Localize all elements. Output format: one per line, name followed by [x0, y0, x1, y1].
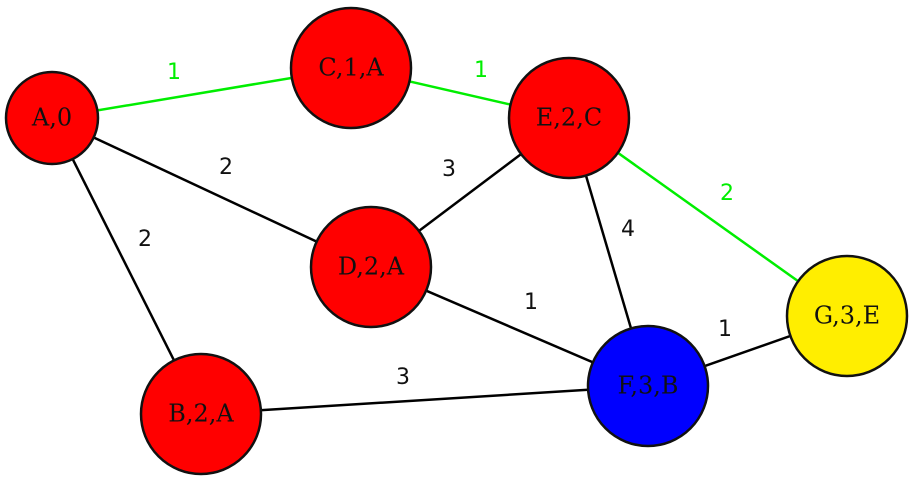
node-label-g: G,3,E	[814, 302, 880, 330]
node-circle-c	[289, 6, 413, 130]
node-label-b: B,2,A	[168, 400, 234, 428]
edge-labels-layer: 1 1 2 2 2 3 4 1 3 1	[138, 58, 734, 390]
node-label-e: E,2,C	[536, 104, 602, 132]
node-a: A,0	[4, 70, 100, 166]
node-c: C,1,A	[289, 6, 413, 130]
node-circle-b	[139, 352, 263, 476]
edge-weight-f-g: 1	[718, 317, 732, 342]
edge-weight-d-e: 3	[442, 157, 456, 182]
node-circle-e	[507, 56, 631, 180]
edge-weight-e-f: 4	[621, 217, 635, 242]
node-circle-a	[4, 70, 100, 166]
node-label-d: D,2,A	[338, 253, 405, 281]
node-circle-d	[309, 205, 433, 329]
edge-weight-a-b: 2	[138, 227, 152, 252]
node-g: G,3,E	[785, 254, 909, 378]
edge-weight-e-g: 2	[720, 181, 734, 206]
node-b: B,2,A	[139, 352, 263, 476]
edge-weight-d-f: 1	[524, 290, 538, 315]
node-label-a: A,0	[31, 104, 72, 132]
node-label-f: F,3,B	[617, 372, 678, 400]
node-f: F,3,B	[586, 324, 710, 448]
node-d: D,2,A	[309, 205, 433, 329]
nodes-layer: A,0 C,1,A E,2,C D,2,A B,2,A F,3,B G,3,E	[4, 6, 909, 476]
node-e: E,2,C	[507, 56, 631, 180]
edge-b-f	[200, 384, 649, 416]
node-circle-g	[785, 254, 909, 378]
node-circle-f	[586, 324, 710, 448]
edge-weight-b-f: 3	[396, 365, 410, 390]
edge-weight-c-e: 1	[474, 58, 488, 83]
node-label-c: C,1,A	[318, 54, 384, 82]
edge-weight-a-c: 1	[167, 60, 181, 85]
edge-weight-a-d: 2	[219, 155, 233, 180]
